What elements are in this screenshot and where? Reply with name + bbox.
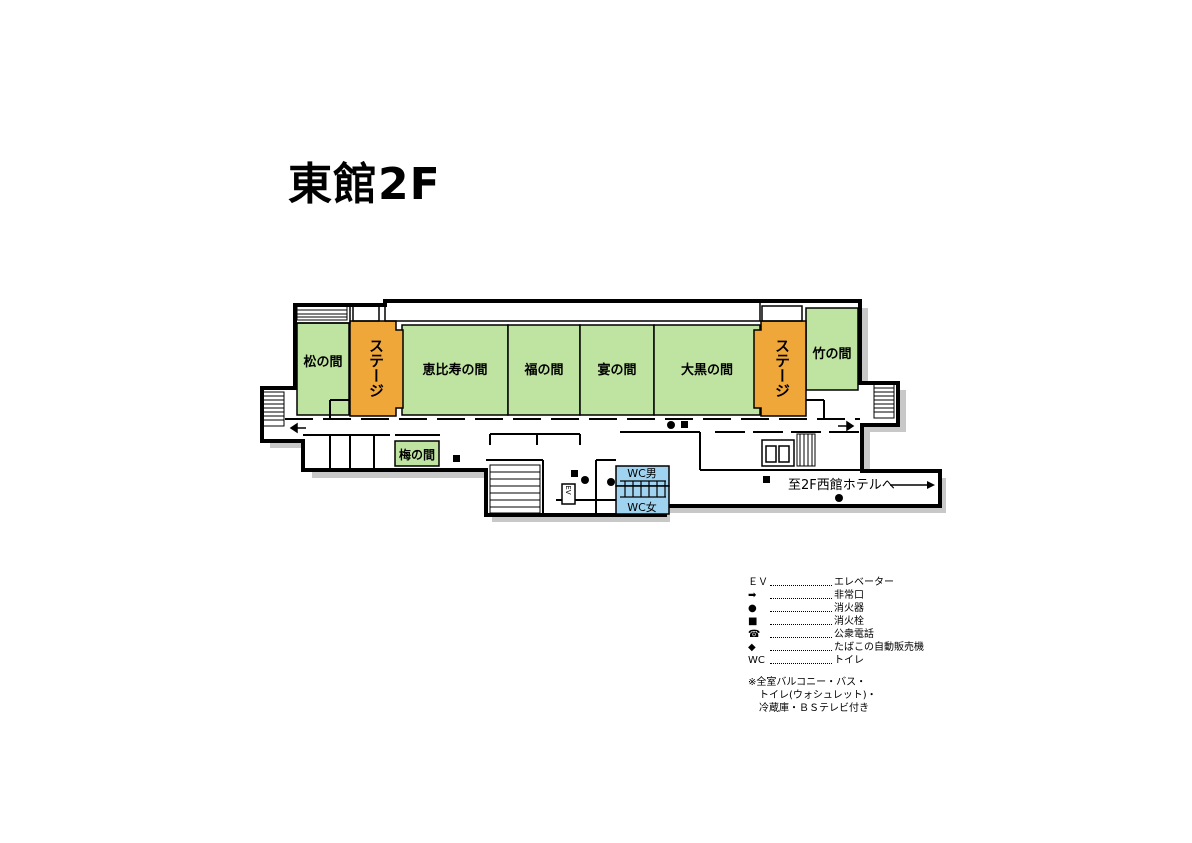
legend-leader bbox=[770, 610, 832, 612]
hydrant-icon bbox=[453, 455, 460, 462]
extinguisher-icon: ● bbox=[748, 603, 757, 614]
ev-label: EV bbox=[564, 485, 572, 494]
elevator-block bbox=[561, 439, 795, 505]
stages bbox=[349, 320, 807, 417]
legend-row: ＥＶ エレベーター bbox=[748, 576, 978, 589]
legend-label: 消火栓 bbox=[834, 616, 864, 627]
exit-arrows bbox=[289, 420, 855, 434]
room-label-ume: 梅の間 bbox=[399, 447, 435, 462]
stair-center bbox=[489, 464, 541, 514]
phone-icon: ☎ bbox=[748, 629, 761, 640]
hydrant-icon bbox=[571, 470, 578, 477]
room-label-daikoku: 大黒の間 bbox=[681, 362, 733, 378]
interior-walls bbox=[285, 300, 862, 515]
wc-men-label: WC男 bbox=[627, 467, 657, 480]
room-ume[interactable] bbox=[394, 440, 440, 467]
legend-row: ☎ 公衆電話 bbox=[748, 628, 978, 641]
room-ebisu[interactable] bbox=[401, 324, 509, 416]
room-label-fuku: 福の間 bbox=[523, 362, 563, 378]
legend-leader bbox=[770, 584, 832, 586]
legend-label: 非常口 bbox=[834, 590, 864, 601]
stairs bbox=[261, 305, 895, 514]
note-line: トイレ(ウォシュレット)・ bbox=[759, 690, 877, 701]
legend-leader bbox=[770, 623, 832, 625]
wc-block bbox=[615, 465, 670, 515]
stair-mid-east bbox=[796, 433, 816, 467]
legend-note: ※全室バルコニー・バス・ トイレ(ウォシュレット)・ 冷蔵庫・ＢＳテレビ付き bbox=[748, 676, 978, 715]
elevator-label: ＥＶ bbox=[748, 577, 768, 588]
safety-marks bbox=[453, 421, 843, 502]
legend-leader bbox=[770, 662, 832, 664]
stair-west bbox=[261, 391, 285, 427]
exit-arrow-icon: ➡ bbox=[748, 590, 757, 601]
legend: ＥＶ エレベーター ➡ 非常口 ● 消火器 ■ 消火栓 ☎ 公衆電話 ◆ たばこ… bbox=[748, 576, 978, 715]
room-fuku[interactable] bbox=[507, 324, 581, 416]
extinguisher-icon bbox=[581, 476, 589, 484]
stage-label-east: ステージ bbox=[773, 338, 791, 398]
room-label-ebisu: 恵比寿の間 bbox=[422, 362, 487, 378]
legend-label: たばこの自動販売機 bbox=[834, 642, 924, 653]
legend-leader bbox=[770, 649, 832, 651]
room-label-take: 竹の間 bbox=[811, 346, 851, 362]
room-label-en: 宴の間 bbox=[597, 362, 636, 378]
legend-label: トイレ bbox=[834, 655, 864, 666]
wc-women-label: WC女 bbox=[627, 500, 657, 514]
stair-top-west bbox=[296, 305, 348, 321]
room-take[interactable] bbox=[805, 307, 859, 391]
stage-east[interactable] bbox=[753, 320, 807, 417]
hydrant-icon bbox=[681, 421, 688, 428]
note-line: ※全室バルコニー・バス・ bbox=[748, 677, 867, 688]
legend-row: ■ 消火栓 bbox=[748, 615, 978, 628]
legend-row: ➡ 非常口 bbox=[748, 589, 978, 602]
room-daikoku[interactable] bbox=[653, 324, 761, 416]
to-west-label: 至2F西館ホテルへ bbox=[788, 478, 895, 493]
toilet-label: WC bbox=[748, 655, 765, 666]
stage-label-west: ステージ bbox=[367, 338, 385, 398]
labels: 松の間 恵比寿の間 福の間 宴の間 大黒の間 竹の間 梅の間 ステージ ステージ… bbox=[303, 338, 935, 514]
legend-label: 消火器 bbox=[834, 603, 864, 614]
elevator-small[interactable] bbox=[561, 483, 576, 505]
extinguisher-icon bbox=[667, 421, 675, 429]
rooms bbox=[296, 307, 859, 467]
toilet-stalls bbox=[620, 480, 666, 498]
note-line: 冷蔵庫・ＢＳテレビ付き bbox=[759, 703, 869, 714]
extinguisher-icon bbox=[835, 494, 843, 502]
hydrant-icon: ■ bbox=[748, 616, 758, 627]
stair-east bbox=[873, 383, 895, 419]
legend-label: 公衆電話 bbox=[834, 629, 874, 640]
page-title: 東館2F bbox=[288, 159, 441, 210]
legend-row: ● 消火器 bbox=[748, 602, 978, 615]
hydrant-icon bbox=[763, 476, 770, 483]
stage-west[interactable] bbox=[349, 320, 404, 417]
legend-leader bbox=[770, 636, 832, 638]
legend-label: エレベーター bbox=[834, 577, 894, 588]
legend-row: ◆ たばこの自動販売機 bbox=[748, 641, 978, 654]
room-label-matsu: 松の間 bbox=[303, 354, 342, 370]
room-en[interactable] bbox=[579, 324, 655, 416]
vending-icon: ◆ bbox=[748, 642, 756, 653]
legend-row: WC トイレ bbox=[748, 654, 978, 667]
extinguisher-icon bbox=[607, 478, 615, 486]
legend-leader bbox=[770, 597, 832, 599]
